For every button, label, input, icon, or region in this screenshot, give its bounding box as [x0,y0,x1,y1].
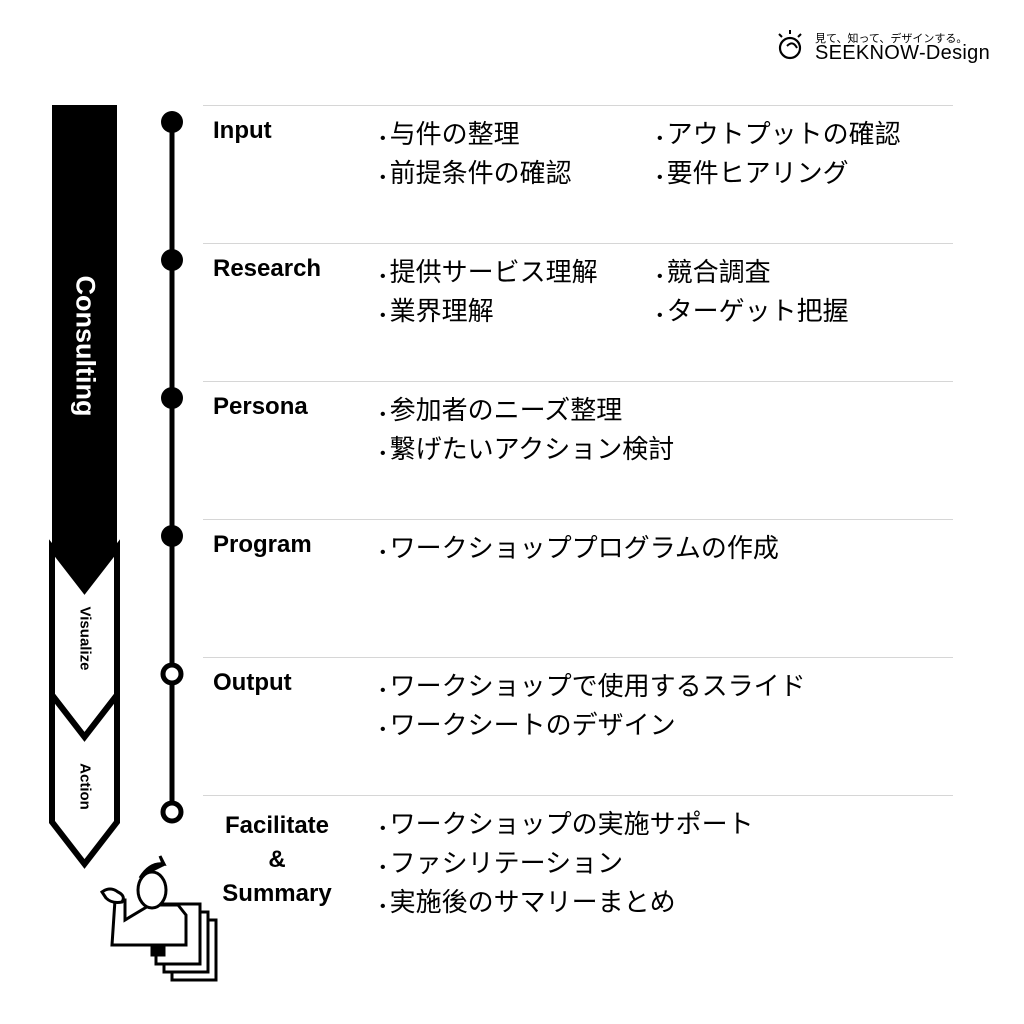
step-items-col1: ワークショップで使用するスライドワークシートのデザイン [380,669,806,747]
phase-label-visualize: Visualize [76,606,94,671]
logo: 見て、知って、デザインする。 SEEKNOW-Design [775,28,990,68]
list-item: 競合調査 [657,255,849,294]
list-item: 与件の整理 [380,117,572,156]
list-item: 繋げたいアクション検討 [380,432,675,471]
step-items-col2: アウトプットの確認要件ヒアリング [657,117,901,195]
step-title-line: Summary [222,880,332,907]
step-title: Facilitate & Summary [212,809,342,911]
list-item: 実施後のサマリーまとめ [380,885,754,924]
step-divider [203,381,953,382]
phase-chevrons [49,105,218,982]
timeline-dot-filled [161,111,183,133]
step-title: Output [213,669,292,696]
logo-name: SEEKNOW-Design [815,42,990,64]
list-item: ワークシートのデザイン [380,708,806,747]
step-title-line: & [268,846,286,873]
step-title: Research [213,255,322,282]
list-item: 前提条件の確認 [380,156,572,195]
logo-icon [778,30,802,60]
list-item: アウトプットの確認 [657,117,901,156]
list-item: ワークショッププログラムの作成 [380,531,779,570]
step-items-col1: 参加者のニーズ整理繋げたいアクション検討 [380,393,675,471]
step-title: Input [213,117,272,144]
timeline-dots [160,111,184,824]
timeline-dot-filled [161,249,183,271]
list-item: ワークショップの実施サポート [380,807,754,846]
timeline-dot-hollow [160,800,184,824]
step-items-col2: 競合調査ターゲット把握 [657,255,849,333]
timeline-dot-filled [161,387,183,409]
phase-action-chevron [49,686,120,869]
step-items-col1: 提供サービス理解業界理解 [380,255,598,333]
step-divider [203,657,953,658]
step-title-line: Facilitate [224,812,330,839]
phase-label-action: Action [76,763,94,810]
list-item: 要件ヒアリング [657,156,901,195]
phase-label-consulting: Consulting [70,275,101,417]
step-divider [203,795,953,796]
list-item: ファシリテーション [380,846,754,885]
phase-consulting-chevron [52,105,117,590]
list-item: ターゲット把握 [657,294,849,333]
step-title: Persona [213,393,308,420]
person-icon [99,855,218,982]
list-item: ワークショップで使用するスライド [380,669,806,708]
list-item: 業界理解 [380,294,598,333]
step-items-col1: ワークショップの実施サポートファシリテーション実施後のサマリーまとめ [380,807,754,924]
step-items-col1: ワークショッププログラムの作成 [380,531,779,570]
step-divider [203,105,953,106]
step-items-col1: 与件の整理前提条件の確認 [380,117,572,195]
list-item: 提供サービス理解 [380,255,598,294]
logo-tagline: 見て、知って、デザインする。 [815,33,968,45]
step-divider [203,243,953,244]
timeline-dot-hollow [160,662,184,686]
list-item: 参加者のニーズ整理 [380,393,674,432]
timeline-dot-filled [161,525,183,547]
step-divider [203,519,953,520]
step-title: Program [213,531,312,558]
